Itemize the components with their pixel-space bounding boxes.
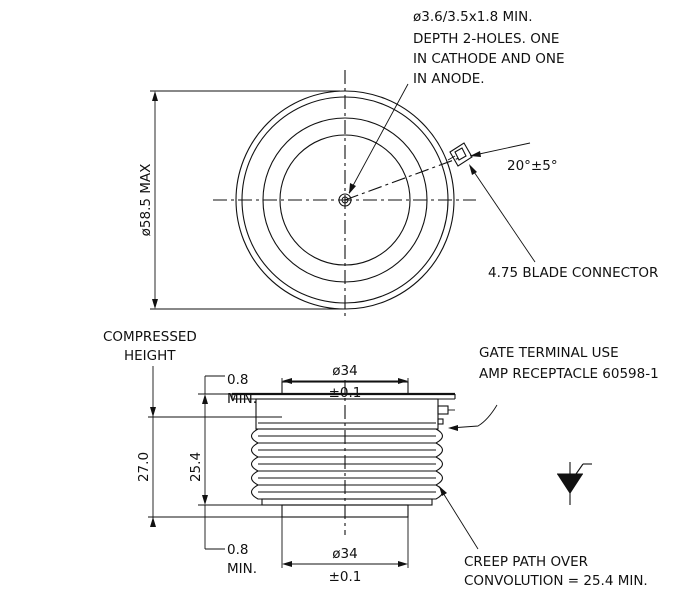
housing-band	[255, 398, 439, 430]
hole-note-line-1: ø3.6/3.5x1.8 MIN.	[413, 9, 533, 25]
creep-leader	[439, 487, 479, 550]
blade-connector	[447, 142, 473, 167]
top-view: ø58.5 MAX ø3.6/3.5x1.8 MIN. DEPTH 2-HOLE…	[138, 9, 658, 318]
top-dia-value: ø34	[332, 363, 357, 379]
hole-note-leader	[348, 83, 409, 194]
creep-label-line-2: CONVOLUTION = 25.4 MIN.	[464, 573, 648, 589]
bottom-dia-value: ø34	[332, 546, 357, 562]
gate-leader	[449, 404, 498, 429]
bottom-dia-tolerance: ±0.1	[329, 569, 362, 585]
hole-note-line-2: DEPTH 2-HOLES. ONE	[413, 31, 559, 47]
bottom-pole-face	[281, 504, 409, 518]
height-outer-label: 27.0	[136, 452, 152, 482]
compressed-label-line-2: HEIGHT	[124, 348, 176, 364]
convolutions	[250, 428, 444, 500]
top-gap-min: MIN.	[227, 391, 257, 407]
diameter-label: ø58.5 MAX	[138, 164, 154, 237]
height-inner-label: 25.4	[188, 452, 204, 482]
top-gap-value: 0.8	[227, 372, 248, 388]
angle-label: 20°±5°	[507, 158, 558, 174]
side-view: ø34 ±0.1 ø34 ±0.1 27.0 25.4 0.8 MIN.	[103, 329, 659, 589]
angle-reference-line	[344, 156, 463, 201]
blade-leader	[469, 165, 536, 263]
top-dia-tolerance: ±0.1	[329, 385, 362, 401]
compressed-label-line-1: COMPRESSED	[103, 329, 197, 345]
bottom-flange	[261, 498, 433, 506]
creep-label-line-1: CREEP PATH OVER	[464, 554, 588, 570]
bottom-gap-min: MIN.	[227, 561, 257, 577]
bottom-gap-value: 0.8	[227, 542, 248, 558]
hole-note-line-3: IN CATHODE AND ONE	[413, 51, 565, 67]
blade-connector-label: 4.75 BLADE CONNECTOR	[488, 265, 658, 281]
gate-terminal	[437, 405, 455, 425]
hole-note-line-4: IN ANODE.	[413, 71, 485, 87]
gate-label-line-2: AMP RECEPTACLE 60598-1	[479, 366, 659, 382]
gate-label-line-1: GATE TERMINAL USE	[479, 345, 619, 361]
thyristor-symbol-icon	[557, 462, 592, 505]
